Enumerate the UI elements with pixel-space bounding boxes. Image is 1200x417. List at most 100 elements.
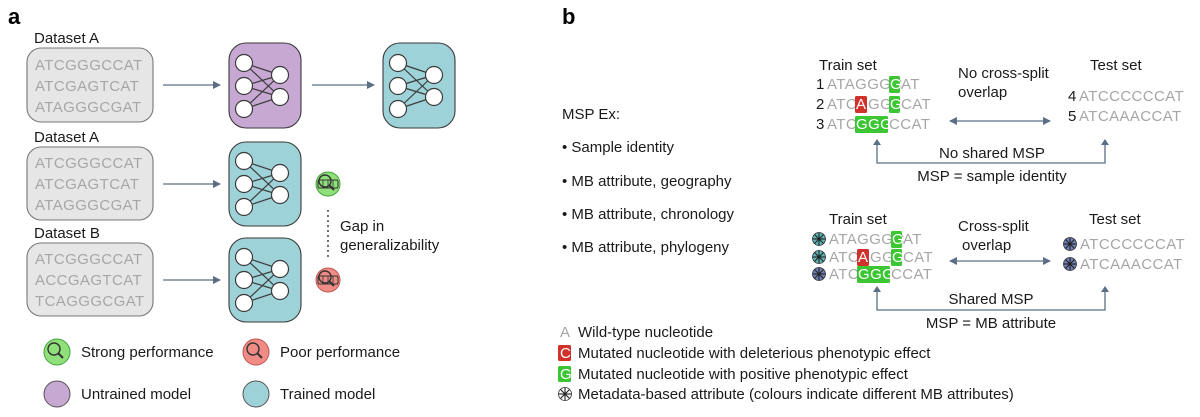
bracket-arrowhead [873,286,881,292]
overlap-label: Cross-split [958,218,1030,235]
positive-mutation-marker [891,249,902,266]
overlap-label: No cross-split [958,65,1050,82]
msp-bracket-sublabel: MSP = sample identity [917,168,1067,185]
bracket-arrowhead [873,139,881,145]
test-sequence: ATCAAACCAT [1080,256,1183,273]
dataset-sequence: ATCGGGCCAT [35,57,143,74]
legend-trained-label: Trained model [280,386,375,403]
positive-mutation-marker [855,116,888,133]
legend-positive-label: Mutated nucleotide with positive phenoty… [578,366,909,383]
overlap-label: overlap [958,84,1007,101]
gap-label: generalizability [340,237,440,254]
train-sequence: AT [901,76,920,93]
train-set-label: Train set [819,57,878,74]
mutated-nucleotide: G [890,96,902,113]
test-sequence: ATCCCCCCAT [1080,236,1185,253]
wildtype-glyph: A [560,324,570,341]
deleterious-swatch [558,345,571,361]
mb-attribute-mark [812,250,826,264]
dataset-label: Dataset A [34,30,99,47]
gap-label: Gap in [340,218,384,235]
legend-deleterious-label: Mutated nucleotide with deleterious phen… [578,345,931,362]
mutated-nucleotide: A [858,249,868,266]
mb-attribute-mark [558,387,572,401]
sample-number: 4 [1068,88,1076,105]
train-set-label: Train set [829,211,888,228]
msp-bracket-label: No shared MSP [939,145,1045,162]
msp-example: • MB attribute, phylogeny [562,239,730,256]
dataset-sequence: TCAGGGCGAT [35,293,145,310]
train-sequence: ATC [829,266,859,283]
train-sequence: GG [870,249,894,266]
msp-bracket-sublabel: MSP = MB attribute [926,315,1056,332]
bracket-arrowhead [1101,286,1109,292]
train-sequence: ATC [827,116,857,133]
positive-swatch [558,366,571,382]
mutated-nucleotide: G [890,76,902,93]
dataset-sequence: ATCGAGTCAT [35,78,139,95]
mb-attribute-mark [1063,257,1077,271]
positive-mutation-marker [891,231,902,248]
legend-strong-label: Strong performance [81,344,214,361]
mutated-nucleotide: G [892,249,904,266]
sample-number: 3 [816,116,824,133]
train-sequence: ATAGGGC [829,231,905,248]
test-set-label: Test set [1089,211,1142,228]
sample-number: 1 [816,76,824,93]
trained-model-swatch [242,380,270,408]
test-sequence: ATCCCCCCAT [1079,88,1184,105]
msp-bracket-label: Shared MSP [948,291,1033,308]
dataset-box [26,47,154,123]
legend-poor-label: Poor performance [280,344,400,361]
dataset-box [26,242,154,317]
scenario-no-shared-msp: Train set Test set 1 2 3 ATAGGGC G AT AT… [816,57,1184,185]
mutated-nucleotide: GGG [858,266,894,283]
panel-a-label: a [8,4,21,29]
train-sequence: ATAGGGC [827,76,903,93]
dataset-label: Dataset B [34,225,100,242]
mb-attribute-mark [812,232,826,246]
panel-a-legend: Strong performance Poor performance Untr… [43,338,400,408]
mutated-nucleotide: G [892,231,904,248]
poor-performance-icon [242,338,270,366]
positive-mutation-marker [857,266,890,283]
dataset-sequence: ATCGGGCCAT [35,251,143,268]
bracket-arrowhead [1101,139,1109,145]
msp-bracket [876,143,1106,164]
overlap-label: overlap [962,237,1011,254]
train-sequence: CCAT [889,116,930,133]
mutated-nucleotide: A [856,96,866,113]
dataset-label: Dataset A [34,129,99,146]
mutated-nucleotide: GGG [856,116,892,133]
sample-number: 2 [816,96,824,113]
dataset-box [26,146,154,221]
train-sequence: GG [868,96,892,113]
panel-a-row-1: Dataset A ATCGGGCCAT ATCGAGTCAT ATAGGGCG… [26,30,456,129]
dataset-sequence: ATAGGGCGAT [35,99,142,116]
dataset-sequence: ATAGGGCGAT [35,197,142,214]
test-sequence: ATCAAACCAT [1079,108,1182,125]
test-set-label: Test set [1090,57,1143,74]
scenario-shared-msp: Train set Test set ATAGGGC G AT ATC A GG… [812,211,1185,332]
dataset-sequence: ACCGAGTCAT [35,272,142,289]
positive-mutation-marker [889,76,900,93]
panel-a-row-3: Dataset B ATCGGGCCAT ACCGAGTCAT TCAGGGCG… [26,225,341,323]
msp-bracket [876,290,1106,311]
mb-attribute-mark [812,267,826,281]
mb-attribute-mark [1063,237,1077,251]
msp-examples: MSP Ex: • Sample identity • MB attribute… [562,106,735,256]
sample-number: 5 [1068,108,1076,125]
train-sequence: ATC [829,249,859,266]
legend-metadata-label: Metadata-based attribute (colours indica… [578,386,1014,403]
untrained-model-swatch [43,380,71,408]
legend-untrained-label: Untrained model [81,386,191,403]
positive-glyph: G [560,366,572,383]
msp-example: • Sample identity [562,139,674,156]
msp-title: MSP Ex: [562,106,620,123]
strong-performance-icon [43,338,71,366]
dataset-sequence: ATCGAGTCAT [35,176,139,193]
panel-b-legend: A Wild-type nucleotide C Mutated nucleot… [558,324,1014,403]
train-sequence: ATC [827,96,857,113]
msp-example: • MB attribute, geography [562,173,732,190]
